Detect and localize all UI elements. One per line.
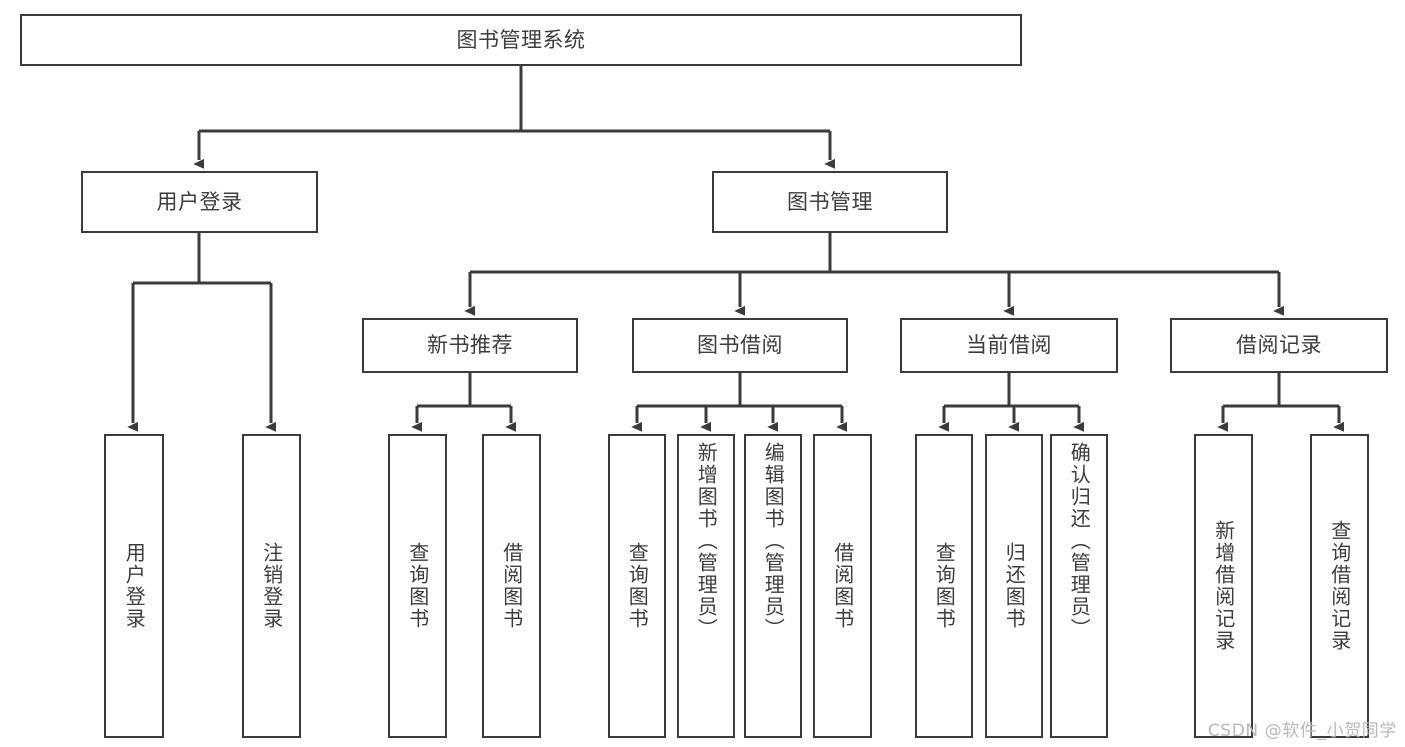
node-leaf-add-book[interactable]: 新增图书（管理员） (677, 434, 735, 738)
node-leaf-return-book-label: 归还图书 (1002, 542, 1027, 630)
node-leaf-confirm-return[interactable]: 确认归还（管理员） (1050, 434, 1108, 738)
node-leaf-add-book-label: 新增图书（管理员） (694, 442, 719, 640)
node-root[interactable]: 图书管理系统 (20, 14, 1022, 66)
node-leaf-logout-login[interactable]: 注销登录 (242, 434, 301, 738)
node-leaf-query-book-2-label: 查询图书 (625, 542, 650, 630)
node-leaf-add-record[interactable]: 新增借阅记录 (1194, 434, 1253, 738)
node-leaf-confirm-return-label: 确认归还（管理员） (1067, 442, 1092, 640)
node-leaf-add-record-label: 新增借阅记录 (1211, 520, 1236, 652)
node-user-login-label: 用户登录 (156, 189, 243, 214)
node-new-book-rec[interactable]: 新书推荐 (362, 318, 578, 373)
node-leaf-return-book[interactable]: 归还图书 (985, 434, 1043, 738)
node-current-borrow[interactable]: 当前借阅 (900, 318, 1118, 373)
node-leaf-user-login-label: 用户登录 (122, 542, 147, 630)
node-leaf-borrow-book-2[interactable]: 借阅图书 (813, 434, 872, 738)
node-root-label: 图书管理系统 (456, 27, 586, 52)
node-leaf-edit-book-label: 编辑图书（管理员） (761, 442, 786, 640)
node-leaf-query-book-3[interactable]: 查询图书 (915, 434, 973, 738)
node-leaf-query-book-1[interactable]: 查询图书 (388, 434, 447, 738)
node-book-manage[interactable]: 图书管理 (712, 171, 948, 233)
node-leaf-user-login[interactable]: 用户登录 (104, 434, 164, 738)
node-leaf-borrow-book-1-label: 借阅图书 (499, 542, 524, 630)
node-leaf-query-record[interactable]: 查询借阅记录 (1310, 434, 1369, 738)
node-book-borrow-label: 图书借阅 (697, 333, 783, 358)
node-leaf-edit-book[interactable]: 编辑图书（管理员） (744, 434, 802, 738)
node-leaf-borrow-book-1[interactable]: 借阅图书 (482, 434, 541, 738)
watermark-text: CSDN @软件_小贺同学 (1207, 721, 1397, 741)
node-current-borrow-label: 当前借阅 (966, 333, 1052, 358)
node-leaf-query-book-1-label: 查询图书 (405, 542, 430, 630)
node-leaf-query-book-2[interactable]: 查询图书 (608, 434, 666, 738)
node-user-login[interactable]: 用户登录 (81, 171, 318, 233)
node-leaf-borrow-book-2-label: 借阅图书 (830, 542, 855, 630)
node-new-book-rec-label: 新书推荐 (427, 333, 513, 358)
node-leaf-query-book-3-label: 查询图书 (932, 542, 957, 630)
node-borrow-record[interactable]: 借阅记录 (1170, 318, 1388, 373)
node-leaf-query-record-label: 查询借阅记录 (1327, 520, 1352, 652)
node-book-borrow[interactable]: 图书借阅 (632, 318, 848, 373)
node-leaf-logout-login-label: 注销登录 (259, 542, 284, 630)
node-book-manage-label: 图书管理 (787, 189, 873, 214)
node-borrow-record-label: 借阅记录 (1236, 333, 1322, 358)
